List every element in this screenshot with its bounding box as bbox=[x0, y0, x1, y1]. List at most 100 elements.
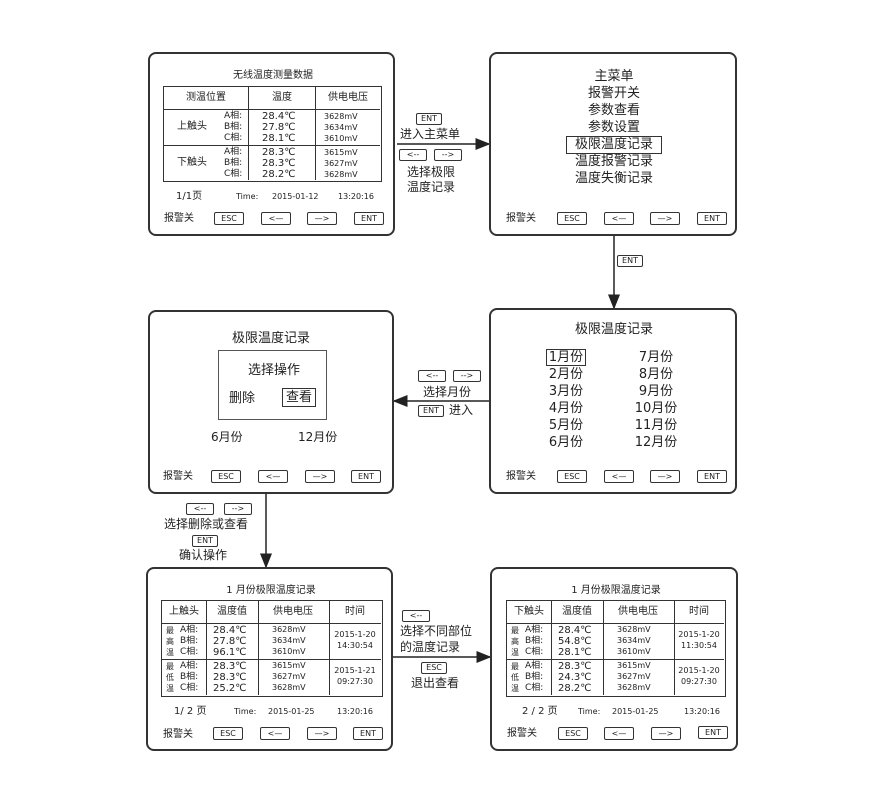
esc-button[interactable]: ESC bbox=[211, 470, 241, 483]
ent-button[interactable]: ENT bbox=[354, 212, 384, 225]
esc-button[interactable]: ESC bbox=[557, 212, 587, 225]
month-item[interactable]: 7月份 bbox=[638, 350, 674, 365]
ent-key: ENT bbox=[617, 255, 643, 267]
header-time: 时间 bbox=[345, 606, 365, 617]
ent-button[interactable]: ENT bbox=[351, 470, 381, 483]
month-item[interactable]: 6月份 bbox=[548, 435, 584, 450]
delete-option[interactable]: 删除 bbox=[229, 391, 256, 406]
left-button[interactable]: <— bbox=[604, 212, 634, 225]
phase-label: B相: bbox=[180, 636, 199, 646]
right-button[interactable]: —> bbox=[305, 470, 335, 483]
left-button[interactable]: <— bbox=[604, 470, 634, 483]
phase-label: B相: bbox=[224, 122, 243, 132]
menu-item-selected[interactable]: 极限温度记录 bbox=[574, 137, 654, 152]
row-label-char: 低 bbox=[511, 673, 519, 682]
esc-button[interactable]: ESC bbox=[558, 727, 588, 740]
left-key: <-- bbox=[186, 503, 214, 515]
view-option[interactable]: 查看 bbox=[286, 390, 313, 405]
esc-button[interactable]: ESC bbox=[214, 212, 244, 225]
esc-button[interactable]: ESC bbox=[557, 470, 587, 483]
menu-item[interactable]: 温度报警记录 bbox=[574, 154, 654, 169]
record-table: 下触头 温度值 供电电压 时间 最 高 温 A相: B相: C相: 28.4℃ … bbox=[506, 600, 726, 697]
month-item[interactable]: 2月份 bbox=[548, 367, 584, 382]
alarm-off-label: 报警关 bbox=[164, 213, 194, 224]
screen-title: 极限温度记录 bbox=[574, 322, 654, 337]
voltage-value: 3610mV bbox=[324, 134, 358, 143]
ent-button[interactable]: ENT bbox=[353, 727, 383, 740]
alarm-off-label: 报警关 bbox=[507, 728, 537, 739]
date-value: 2015-01-25 bbox=[268, 707, 315, 716]
screen-limit-record-lower: 1 月份极限温度记录 下触头 温度值 供电电压 时间 最 高 温 A相: B相:… bbox=[490, 567, 738, 751]
temp-value: 28.3℃ bbox=[213, 661, 247, 672]
temp-value: 28.4℃ bbox=[558, 625, 592, 636]
phase-label: C相: bbox=[224, 169, 243, 179]
left-button[interactable]: <— bbox=[604, 727, 634, 740]
month-item[interactable]: 10月份 bbox=[634, 401, 678, 416]
month-item[interactable]: 8月份 bbox=[638, 367, 674, 382]
voltage-value: 3610mV bbox=[272, 647, 306, 656]
phase-label: C相: bbox=[180, 683, 199, 693]
right-button[interactable]: —> bbox=[307, 212, 337, 225]
ent-button[interactable]: ENT bbox=[698, 726, 728, 739]
dialog-title: 选择操作 bbox=[247, 363, 301, 378]
enter-main-menu-label: 进入主菜单 bbox=[400, 127, 461, 141]
header-location: 测温位置 bbox=[186, 92, 226, 103]
left-button[interactable]: <— bbox=[261, 212, 291, 225]
menu-item[interactable]: 参数设置 bbox=[587, 120, 641, 135]
ent-button[interactable]: ENT bbox=[697, 470, 727, 483]
month-item[interactable]: 12月份 bbox=[634, 435, 678, 450]
left-key: <-- bbox=[402, 610, 430, 622]
screen-title: 无线温度测量数据 bbox=[233, 70, 313, 81]
temp-value: 28.3℃ bbox=[262, 158, 296, 169]
row-label-char: 最 bbox=[511, 662, 519, 671]
month-left: 6月份 bbox=[211, 430, 243, 444]
right-button[interactable]: —> bbox=[650, 470, 680, 483]
alarm-off-label: 报警关 bbox=[163, 729, 193, 740]
ent-key: ENT bbox=[192, 535, 218, 547]
month-item[interactable]: 4月份 bbox=[548, 401, 584, 416]
voltage-value: 3615mV bbox=[617, 661, 651, 670]
month-item[interactable]: 3月份 bbox=[548, 384, 584, 399]
row-label-char: 高 bbox=[511, 637, 519, 646]
header-contact: 下触头 bbox=[514, 606, 544, 617]
enter-label: 进入 bbox=[449, 403, 474, 417]
row-label-char: 高 bbox=[166, 637, 174, 646]
voltage-value: 3628mV bbox=[272, 683, 306, 692]
header-temp: 温度值 bbox=[562, 606, 592, 617]
left-button[interactable]: <— bbox=[260, 727, 290, 740]
row-label-char: 温 bbox=[166, 648, 174, 657]
time-value: 13:20:16 bbox=[337, 707, 373, 716]
right-button[interactable]: —> bbox=[650, 212, 680, 225]
phase-label: B相: bbox=[224, 158, 243, 168]
right-button[interactable]: —> bbox=[307, 727, 337, 740]
esc-button[interactable]: ESC bbox=[213, 727, 243, 740]
left-key: <-- bbox=[399, 149, 427, 161]
voltage-value: 3628mV bbox=[617, 683, 651, 692]
date-value: 2015-01-25 bbox=[612, 707, 659, 716]
voltage-value: 3634mV bbox=[324, 123, 358, 132]
ent-key: ENT bbox=[416, 113, 442, 125]
right-key: --> bbox=[434, 149, 462, 161]
page-indicator: 1/1页 bbox=[176, 191, 203, 202]
esc-key: ESC bbox=[421, 662, 447, 674]
menu-item[interactable]: 参数查看 bbox=[587, 103, 641, 118]
temp-value: 28.3℃ bbox=[558, 661, 592, 672]
screen-title: 极限温度记录 bbox=[231, 331, 311, 346]
month-item[interactable]: 9月份 bbox=[638, 384, 674, 399]
temp-value: 28.2℃ bbox=[558, 683, 592, 694]
menu-item[interactable]: 报警开关 bbox=[587, 86, 641, 101]
temp-value: 28.3℃ bbox=[213, 672, 247, 683]
time-value: 13:20:16 bbox=[684, 707, 720, 716]
month-item-selected[interactable]: 1月份 bbox=[548, 350, 584, 365]
temp-value: 28.4℃ bbox=[262, 111, 296, 122]
operation-dialog bbox=[218, 350, 327, 420]
voltage-value: 3628mV bbox=[324, 170, 358, 179]
month-item[interactable]: 5月份 bbox=[548, 418, 584, 433]
record-date: 2015-1-21 bbox=[334, 666, 376, 675]
menu-item[interactable]: 温度失衡记录 bbox=[574, 171, 654, 186]
phase-label: A相: bbox=[180, 661, 199, 671]
ent-button[interactable]: ENT bbox=[697, 212, 727, 225]
month-item[interactable]: 11月份 bbox=[634, 418, 678, 433]
right-button[interactable]: —> bbox=[651, 727, 681, 740]
left-button[interactable]: <— bbox=[258, 470, 288, 483]
